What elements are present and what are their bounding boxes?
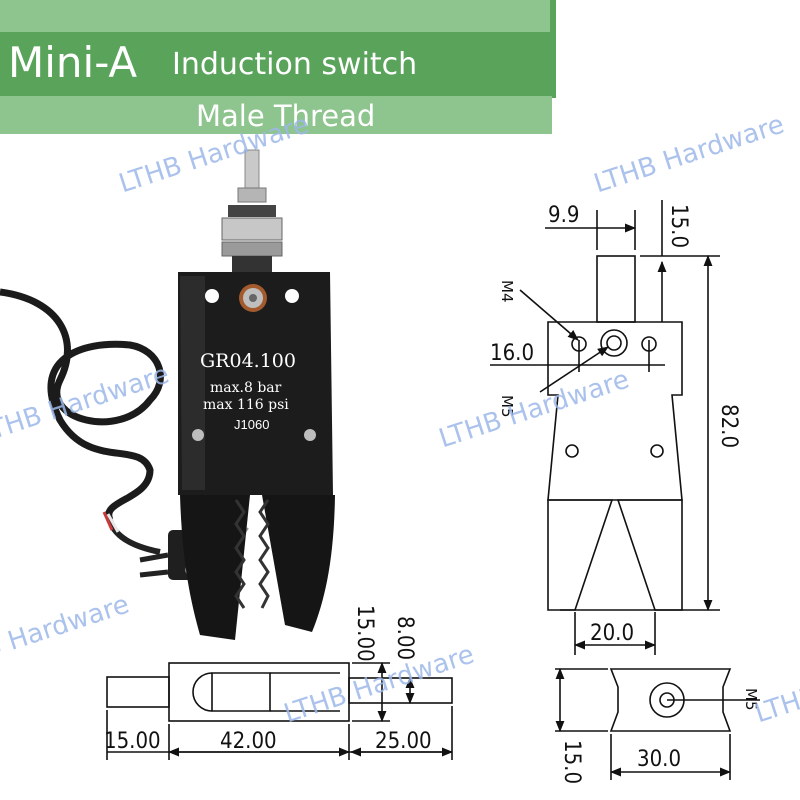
dim-total-height: 82.0: [716, 404, 741, 448]
dim-jaw-width: 20.0: [590, 621, 634, 646]
dim-len-c: 25.00: [375, 729, 432, 754]
title-banner-highlight: [0, 0, 550, 32]
thread-type: Male Thread: [196, 99, 376, 133]
dim-top-width: 30.0: [637, 747, 681, 772]
pressure-bar-label: max.8 bar: [210, 380, 282, 396]
dim-width-top: 9.9: [548, 203, 579, 228]
code-label: J1060: [234, 417, 270, 432]
thread-banner: [0, 96, 552, 134]
front-view-drawing: [490, 200, 720, 655]
dim-hole-spacing: 16.0: [490, 341, 534, 366]
product-subtitle: Induction switch: [172, 47, 418, 82]
top-port-label: M5: [742, 688, 760, 711]
top-view-drawing: [555, 667, 760, 780]
model-label: GR04.100: [200, 350, 296, 372]
hole-label-m4: M4: [498, 280, 516, 303]
pressure-psi-label: max 116 psi: [203, 397, 289, 413]
port-label-m5: M5: [498, 395, 516, 418]
gripper-photo: [0, 149, 335, 640]
dim-height-b: 8.00: [392, 616, 417, 660]
dim-len-b: 42.00: [220, 729, 277, 754]
product-name: Mini-A: [8, 38, 138, 87]
dim-height-a: 15.00: [352, 605, 377, 662]
dim-len-a: 15.00: [104, 729, 161, 754]
side-view-drawing: [106, 661, 454, 760]
dim-top-height: 15.0: [559, 740, 584, 784]
dim-tube-height: 15.0: [666, 204, 691, 248]
